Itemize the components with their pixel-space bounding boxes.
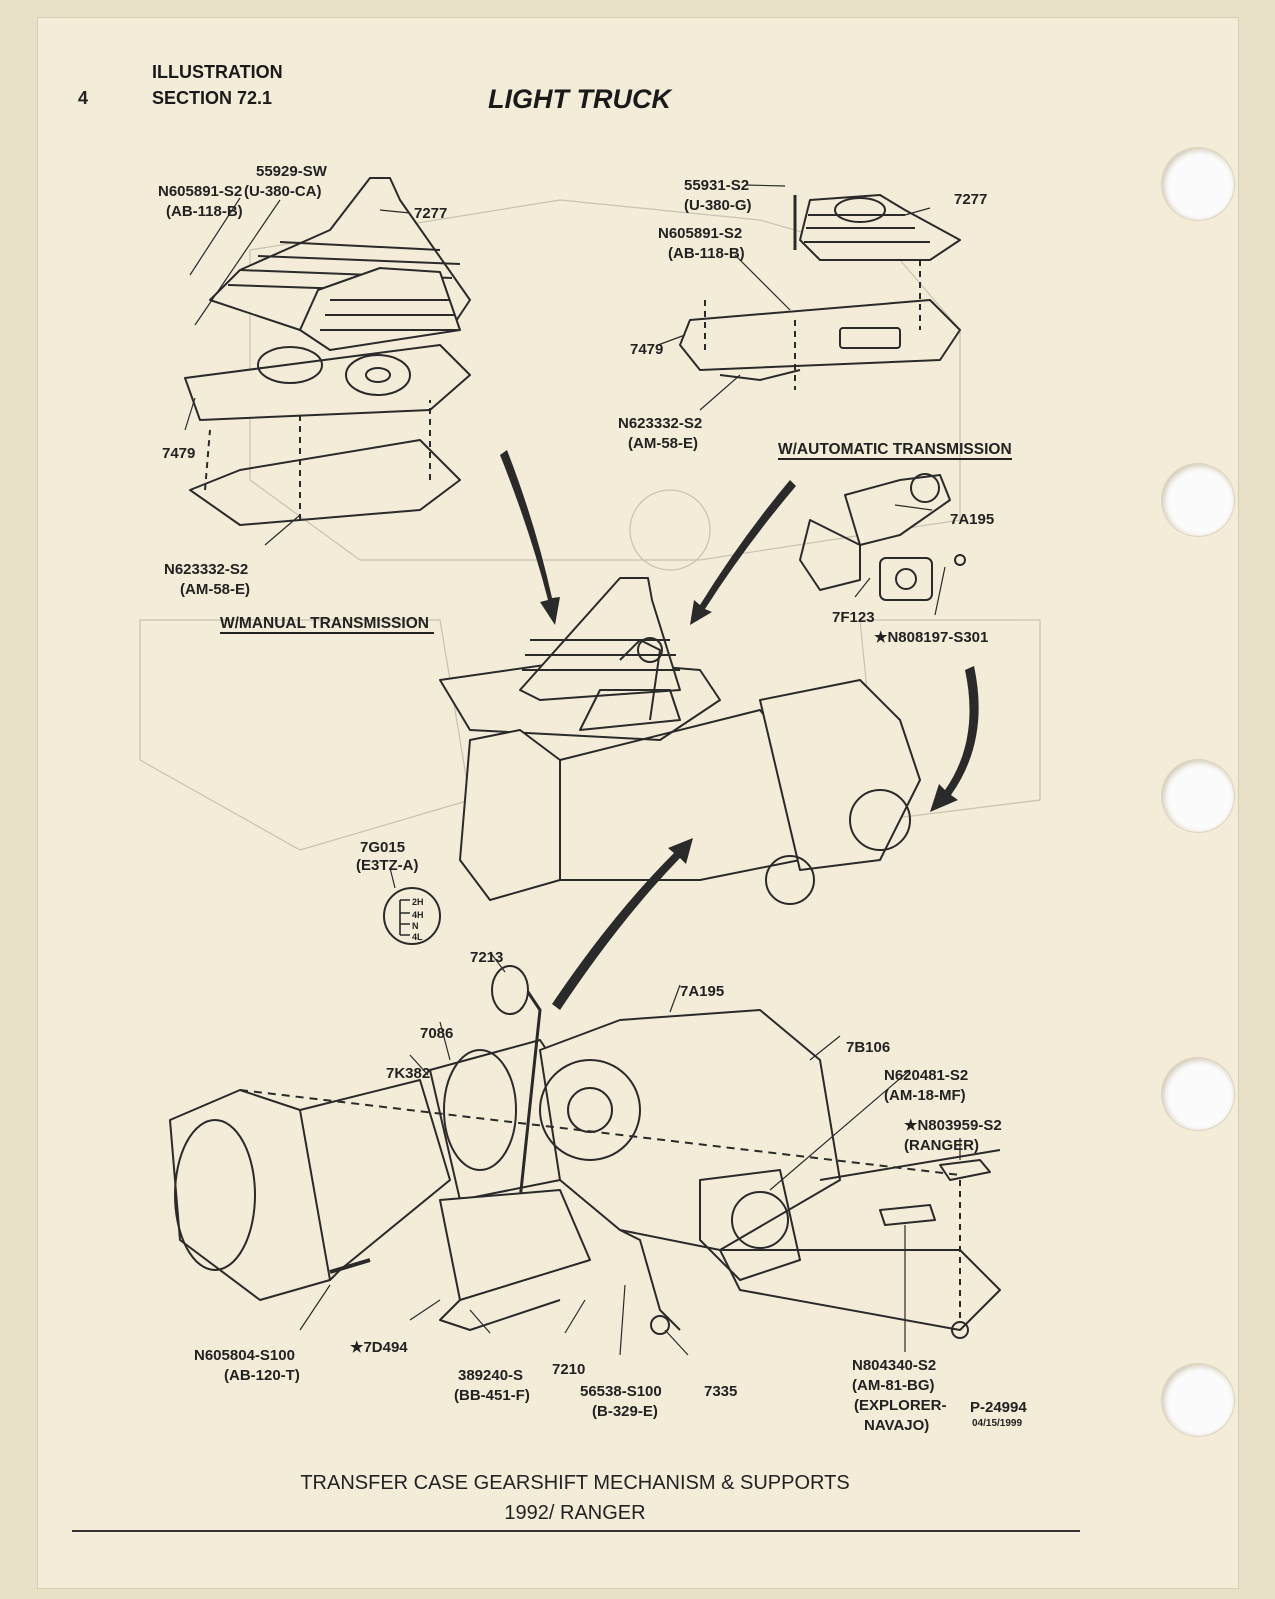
label-washer-spec: (B-329-E) [592, 1403, 658, 1420]
leader-lines [184, 184, 961, 1356]
page-title: LIGHT TRUCK [488, 84, 671, 114]
label-auto-clip: N623332-S2 [618, 415, 702, 432]
label-manual-clip: N623332-S2 [164, 561, 248, 578]
binder-hole [1162, 148, 1234, 220]
label-explorer-bolt: N804340-S2 [852, 1357, 936, 1374]
section-automatic-title: W/AUTOMATIC TRANSMISSION [778, 441, 1012, 458]
label-bushing: 7335 [704, 1383, 737, 1400]
label-pin-spec: (BB-451-F) [454, 1387, 530, 1404]
label-knob: 7213 [470, 949, 503, 966]
label-link: 7210 [552, 1361, 585, 1378]
binder-hole [1162, 760, 1234, 832]
page-number: 4 [78, 88, 89, 108]
label-gasket: 7086 [420, 1025, 453, 1042]
binder-hole [1162, 1364, 1234, 1436]
shift-pattern-decal [383, 887, 441, 945]
decal-4l: 4L [412, 932, 423, 942]
label-bracket: 7F123 [832, 609, 875, 626]
label-ranger-note: (RANGER) [904, 1137, 979, 1154]
label-bolt-mf-spec: (AM-18-MF) [884, 1087, 966, 1104]
label-manual-plate: 7479 [162, 445, 195, 462]
label-ranger-bolt: ★N803959-S2 [904, 1117, 1002, 1134]
figure-subcaption: 1992/ RANGER [504, 1502, 646, 1524]
header-illustration: ILLUSTRATION [152, 62, 283, 82]
label-auto-clip-spec: (AM-58-E) [628, 435, 698, 452]
label-explorer-note2: NAVAJO) [864, 1417, 929, 1434]
label-bracket-bolt: ★N808197-S301 [874, 629, 988, 646]
label-auto-boot: 7277 [954, 191, 987, 208]
label-bolt-mf: N620481-S2 [884, 1067, 968, 1084]
footer-rule [72, 1530, 1080, 1532]
manual-shift-boot-assembly [184, 177, 471, 526]
section-manual-title: W/MANUAL TRANSMISSION [220, 615, 429, 632]
label-rod: ★7D494 [350, 1339, 408, 1356]
label-auto-plate: 7479 [630, 341, 663, 358]
binder-hole [1162, 1058, 1234, 1130]
label-bolt-100: N605804-S100 [194, 1347, 295, 1364]
label-case-upper: 7A195 [950, 511, 994, 528]
binder-hole [1162, 464, 1234, 536]
label-case-lower: 7A195 [680, 983, 724, 1000]
label-lever: 7K382 [386, 1065, 430, 1082]
label-part-number: P-24994 [970, 1399, 1027, 1416]
label-auto-nut-spec: (AB-118-B) [668, 245, 745, 262]
automatic-bracket-assembly [799, 473, 966, 601]
label-explorer-bolt-spec: (AM-81-BG) [852, 1377, 935, 1394]
label-manual-bolt-spec: (U-380-CA) [244, 183, 322, 200]
label-manual-bolt: 55929-SW [256, 163, 328, 180]
decal-2h: 2H [412, 897, 424, 907]
figure-caption: TRANSFER CASE GEARSHIFT MECHANISM & SUPP… [300, 1472, 850, 1494]
direction-arrows [500, 450, 979, 1010]
label-auto-nut: N605891-S2 [658, 225, 742, 242]
label-washer: 56538-S100 [580, 1383, 662, 1400]
label-manual-nut: N605891-S2 [158, 183, 242, 200]
label-decal: 7G015 [360, 839, 405, 856]
label-pin: 389240-S [458, 1367, 523, 1384]
label-auto-bolt: 55931-S2 [684, 177, 749, 194]
label-auto-bolt-spec: (U-380-G) [684, 197, 752, 214]
label-manual-nut-spec: (AB-118-B) [166, 203, 243, 220]
decal-n: N [412, 921, 419, 931]
header-section: SECTION 72.1 [152, 88, 273, 108]
label-explorer-note1: (EXPLORER- [854, 1397, 947, 1414]
label-bolt-100-spec: (AB-120-T) [224, 1367, 300, 1384]
automatic-shift-boot-assembly [679, 194, 961, 390]
label-decal-spec: (E3TZ-A) [356, 857, 419, 874]
label-date: 04/15/1999 [972, 1418, 1022, 1429]
transmission-assembly-lower [169, 965, 1001, 1339]
label-manual-boot: 7277 [414, 205, 447, 222]
transmission-assembly-middle [439, 577, 921, 905]
label-manual-clip-spec: (AM-58-E) [180, 581, 250, 598]
decal-4h: 4H [412, 910, 424, 920]
label-shaft: 7B106 [846, 1039, 890, 1056]
